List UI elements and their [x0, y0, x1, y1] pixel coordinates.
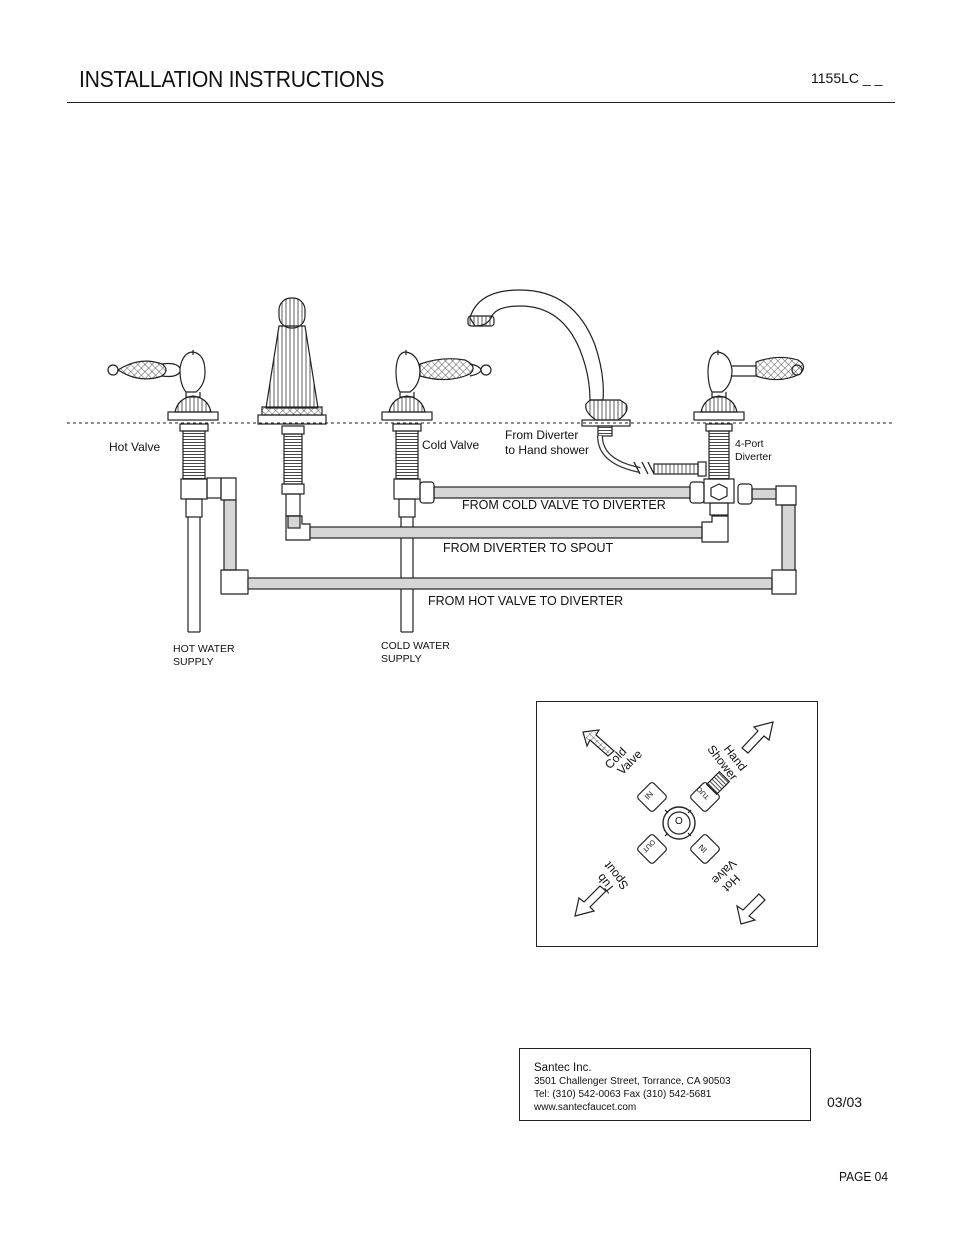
- company-phone: Tel: (310) 542-0063 Fax (310) 542-5681: [534, 1089, 712, 1100]
- diverter-port-diagram: IN OUT OUT IN O Cold Valve Hand Shower T…: [536, 701, 818, 947]
- header-rule: [67, 102, 895, 103]
- tub-spout-assembly: [257, 297, 327, 517]
- arrow-tub-spout-icon: [574, 885, 607, 917]
- hand-shower-label: From Diverter to Hand shower: [505, 428, 590, 457]
- arrow-hot-valve-icon: [736, 893, 766, 925]
- company-address: 3501 Challenger Street, Torrance, CA 905…: [534, 1076, 731, 1087]
- diverter-label: 4-Port Diverter: [735, 438, 772, 463]
- model-number: 1155LC _ _: [811, 70, 883, 86]
- pipe-hot-to-diverter: [206, 477, 797, 595]
- page-title: INSTALLATION INSTRUCTIONS: [79, 66, 385, 92]
- hot-valve-label: Hot Valve: [109, 440, 161, 454]
- hot-valve-assembly: [107, 350, 219, 633]
- pipe-diverter-to-spout: [285, 515, 729, 543]
- hot-supply-label: HOT WATER SUPPLY: [173, 643, 235, 668]
- run-cold-label: FROM COLD VALVE TO DIVERTER: [462, 498, 666, 512]
- plumbing-diagram: [67, 289, 895, 633]
- run-spout-label: FROM DIVERTER TO SPOUT: [443, 541, 614, 555]
- company-website[interactable]: www.santecfaucet.com: [534, 1102, 637, 1113]
- date-code: 03/03: [827, 1094, 863, 1110]
- arrow-hand-shower-icon: [741, 721, 774, 754]
- contact-box: Santec Inc. 3501 Challenger Street, Torr…: [519, 1048, 811, 1121]
- arrow-cold-valve-icon: [582, 729, 615, 757]
- cold-valve-assembly: [381, 350, 492, 633]
- company-name: Santec Inc.: [534, 1062, 592, 1074]
- page-number: PAGE 04: [839, 1169, 888, 1184]
- center-mark: O: [675, 816, 683, 827]
- diverter-assembly: [693, 350, 805, 516]
- hand-shower-assembly: [467, 289, 707, 477]
- cold-valve-label: Cold Valve: [422, 438, 480, 452]
- run-hot-label: FROM HOT VALVE TO DIVERTER: [428, 594, 624, 608]
- pipe-cold-to-diverter: [419, 481, 705, 504]
- cold-supply-label: COLD WATER SUPPLY: [381, 640, 450, 665]
